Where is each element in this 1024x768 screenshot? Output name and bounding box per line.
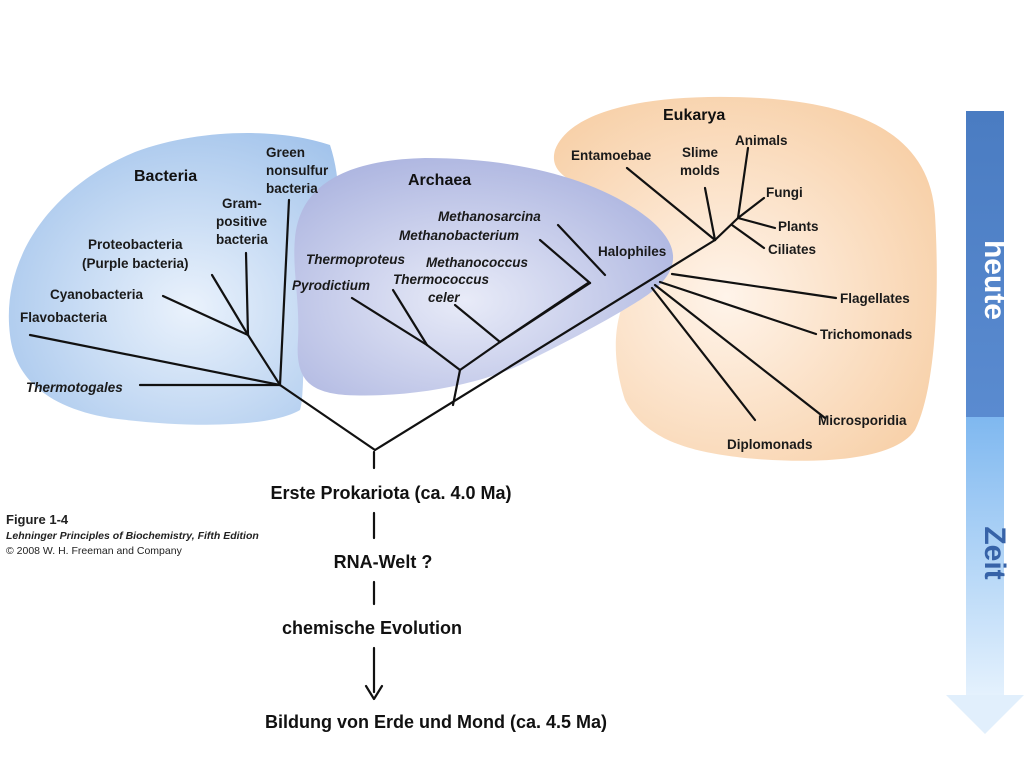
thermoproteus-label: Thermoproteus — [306, 252, 406, 267]
animals-label: Animals — [735, 133, 788, 148]
flavobacteria-label: Flavobacteria — [20, 310, 108, 325]
entamoebae-label: Entamoebae — [571, 148, 652, 163]
microsporidia-label: Microsporidia — [818, 413, 907, 428]
timeline-prokaryota: Erste Prokariota (ca. 4.0 Ma) — [270, 483, 511, 503]
flagellates-label: Flagellates — [840, 291, 910, 306]
trichomonads-label: Trichomonads — [820, 327, 912, 342]
time-arrow-today-label: heute — [978, 240, 1011, 320]
archaea-region — [294, 158, 674, 396]
thermotogales-label: Thermotogales — [26, 380, 123, 395]
slime-molds-label: Slime — [682, 145, 719, 160]
fungi-label: Fungi — [766, 185, 803, 200]
figure-caption: Figure 1-4 Lehninger Principles of Bioch… — [6, 512, 259, 557]
archaea-labels: Methanosarcina Methanobacterium Halophil… — [292, 209, 666, 305]
plants-label: Plants — [778, 219, 819, 234]
time-arrowhead — [946, 695, 1024, 734]
figure-number: Figure 1-4 — [6, 512, 69, 527]
bacteria-labels: Green nonsulfur bacteria Gram- positive … — [20, 145, 329, 395]
timeline: Erste Prokariota (ca. 4.0 Ma) RNA-Welt ?… — [265, 450, 607, 732]
pyrodictium-label: Pyrodictium — [292, 278, 370, 293]
methanosarcina-label: Methanosarcina — [438, 209, 541, 224]
gram-positive-label: positive — [216, 214, 268, 229]
timeline-chemical-evolution: chemische Evolution — [282, 618, 462, 638]
proteobacteria-label: (Purple bacteria) — [82, 256, 189, 271]
copyright-line: © 2008 W. H. Freeman and Company — [6, 545, 183, 557]
time-arrow-bottom — [966, 417, 1004, 695]
timeline-arrowhead — [364, 684, 384, 701]
book-title: Lehninger Principles of Biochemistry, Fi… — [6, 530, 259, 542]
eukarya-labels: Entamoebae Slime molds Animals Fungi Pla… — [571, 133, 912, 452]
time-arrow-time-label: Zeit — [978, 526, 1011, 579]
ciliates-label: Ciliates — [768, 242, 816, 257]
time-arrow: heute Zeit — [946, 111, 1024, 734]
proteobacteria-label: Proteobacteria — [88, 237, 183, 252]
cyanobacteria-label: Cyanobacteria — [50, 287, 144, 302]
timeline-earth-moon: Bildung von Erde und Mond (ca. 4.5 Ma) — [265, 712, 607, 732]
bacteria-title: Bacteria — [134, 168, 197, 185]
tree-branches — [28, 146, 838, 452]
gram-positive-label: bacteria — [216, 232, 268, 247]
timeline-rna-world: RNA-Welt ? — [334, 552, 433, 572]
diplomonads-label: Diplomonads — [727, 437, 813, 452]
time-arrow-top — [966, 111, 1004, 417]
thermococcus-label: celer — [428, 290, 460, 305]
methanobacterium-label: Methanobacterium — [399, 228, 519, 243]
bacteria-region — [8, 133, 339, 425]
gram-positive-label: Gram- — [222, 196, 262, 211]
green-nonsulfur-label: bacteria — [266, 181, 318, 196]
eukarya-title: Eukarya — [663, 107, 725, 124]
slime-molds-label: molds — [680, 163, 720, 178]
thermococcus-label: Thermococcus — [393, 272, 490, 287]
green-nonsulfur-label: Green — [266, 145, 305, 160]
green-nonsulfur-label: nonsulfur — [266, 163, 329, 178]
halophiles-label: Halophiles — [598, 244, 666, 259]
methanococcus-label: Methanococcus — [426, 255, 529, 270]
archaea-title: Archaea — [408, 172, 471, 189]
